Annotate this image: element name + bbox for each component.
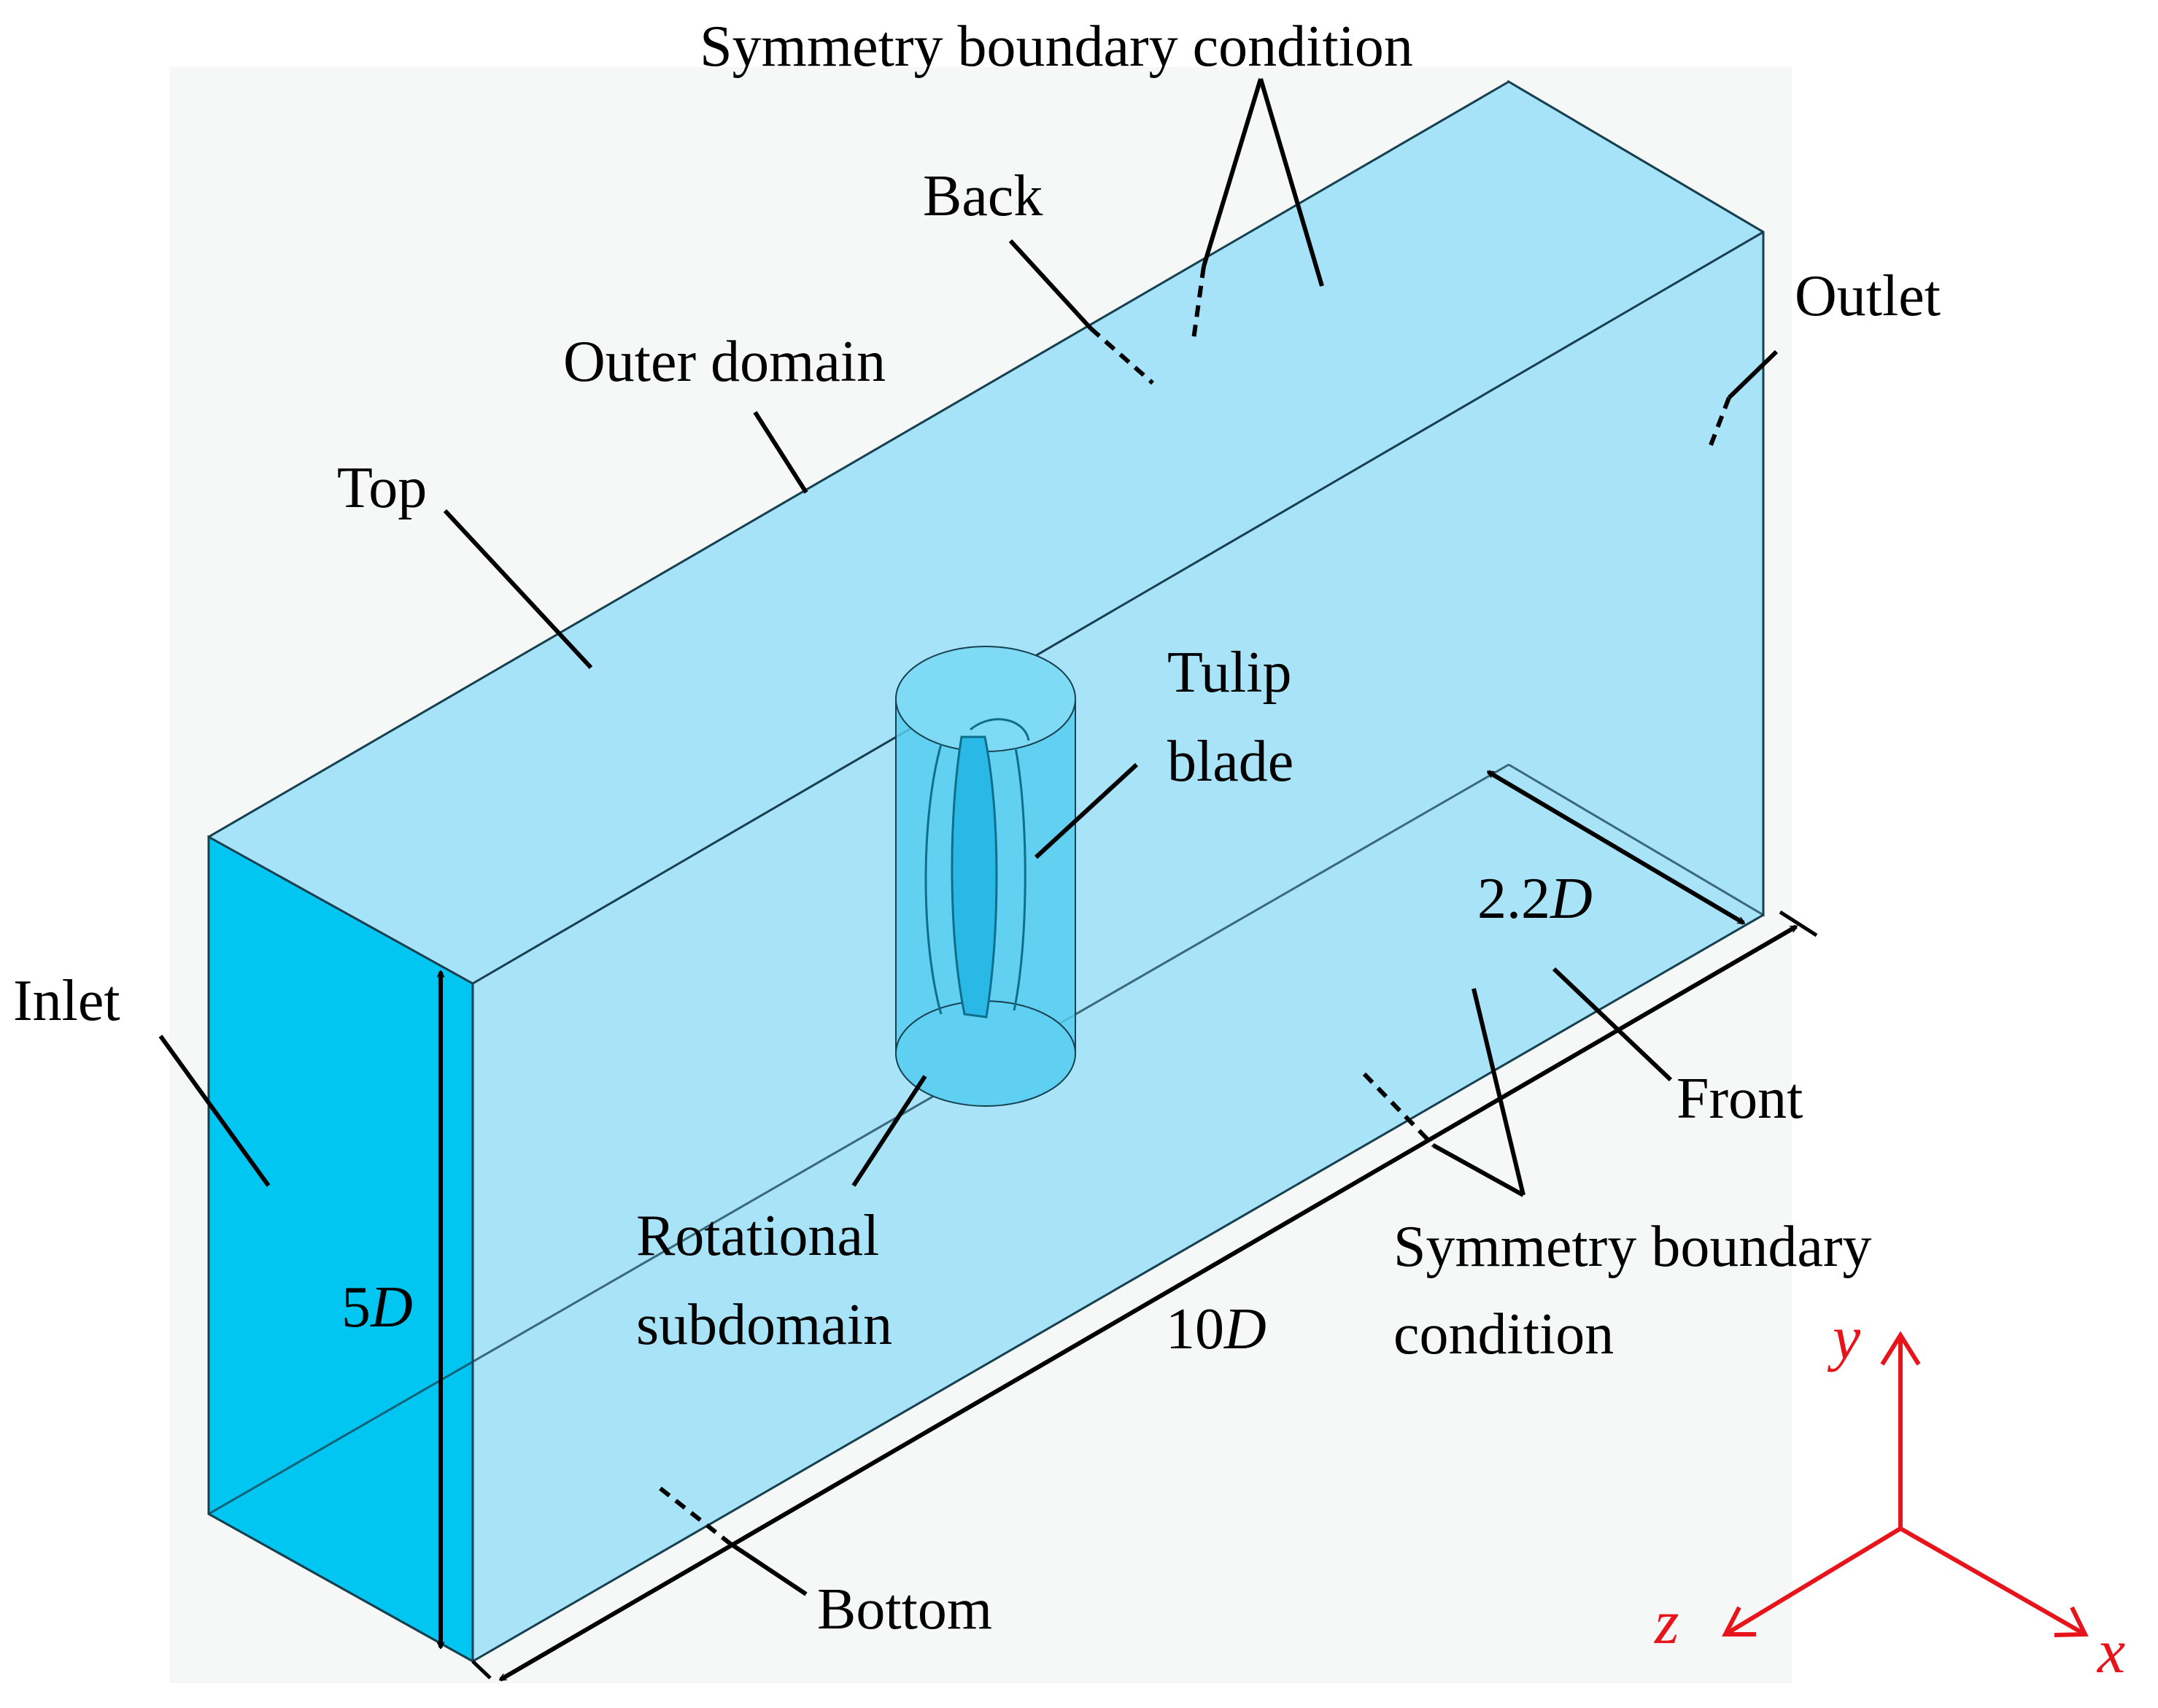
tulip-blade-label-line1: Tulip [1167,641,1292,705]
y-axis-label: y [1827,1302,1861,1372]
height-unit: D [370,1275,413,1340]
symmetry-bottom-label-line2: condition [1393,1302,1614,1367]
rotational-subdomain-label-line1: Rotational [636,1204,879,1268]
back-label: Back [923,164,1043,228]
coordinate-axes [1722,1331,2089,1637]
symmetry-top-label: Symmetry boundary condition [700,15,1413,79]
leader-lines [158,78,1779,1596]
width-dimension-label: 2.2D [1477,867,1593,931]
length-dimension-tick-right [1779,910,1818,938]
outer-domain-label: Outer domain [563,330,886,394]
y-axis-arrowhead [1880,1331,1921,1366]
x-axis-arrowhead [2054,1606,2089,1637]
inlet-label: Inlet [13,969,120,1033]
length-dimension-tick-left [471,1660,492,1680]
width-unit: D [1550,867,1593,931]
width-dimension-arrow [1488,770,1744,925]
length-unit: D [1223,1297,1266,1361]
front-face [209,82,1763,984]
x-axis-line [1899,1526,2087,1636]
z-axis-label: z [1654,1587,1679,1657]
z-axis-line [1724,1526,1902,1636]
length-dimension-arrow [500,924,1796,1682]
tulip-blade-label-line2: blade [1167,730,1293,794]
width-number: 2.2 [1477,867,1550,931]
symmetry-bottom-label-line1: Symmetry boundary [1393,1215,1871,1279]
outlet-label: Outlet [1795,264,1941,328]
z-axis-arrowhead [1722,1606,1756,1636]
rotational-subdomain-label-line2: subdomain [636,1293,892,1357]
top-label: Top [337,456,427,520]
height-dimension-label: 5D [341,1275,413,1340]
length-dimension-label: 10D [1166,1297,1266,1361]
x-axis-label: x [2096,1616,2125,1686]
front-label: Front [1676,1067,1803,1131]
height-number: 5 [341,1275,371,1340]
length-number: 10 [1166,1297,1224,1361]
bottom-label: Bottom [817,1577,992,1642]
